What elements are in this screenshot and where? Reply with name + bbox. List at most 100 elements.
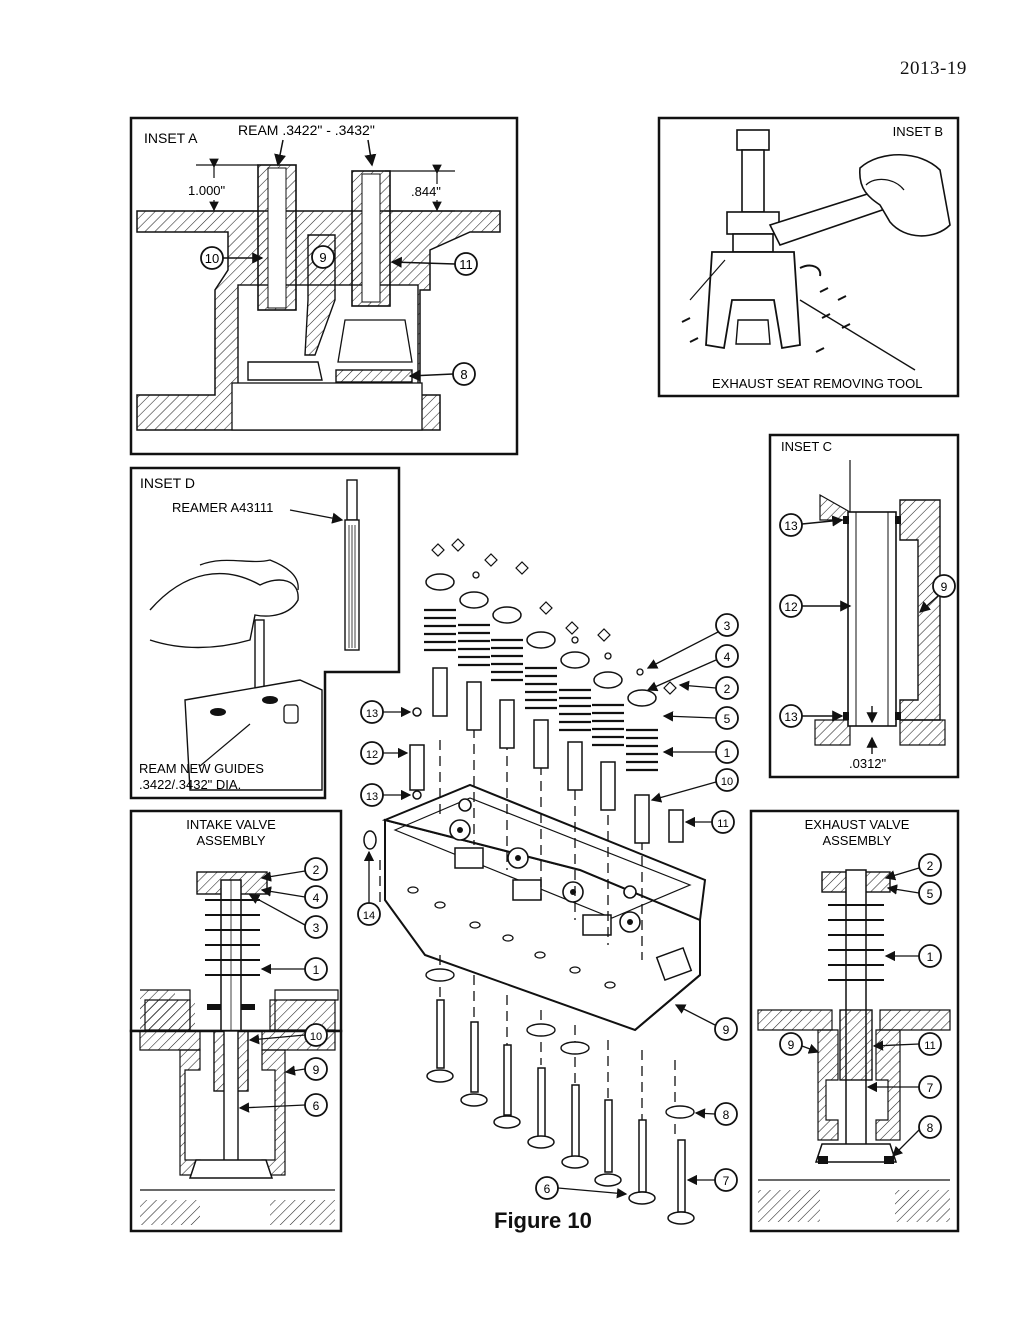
inset-c-callout-13-bottom: 13 (779, 704, 844, 728)
exploded-callout-13-bottom: 13 (360, 783, 412, 807)
exhaust-title-line1: EXHAUST VALVE (805, 817, 910, 832)
intake-valve-lower: 10 9 6 (129, 1023, 343, 1233)
svg-text:1: 1 (724, 746, 731, 760)
exhaust-callout-5: 5 (886, 881, 942, 905)
svg-text:11: 11 (717, 818, 728, 830)
inset-a: INSET A REAM .3422" - .3432" 1.000" .844… (129, 116, 519, 456)
inset-d-note-line1: REAM NEW GUIDES (139, 761, 264, 776)
exploded-callout-5: 5 (662, 706, 739, 730)
svg-text:6: 6 (313, 1099, 320, 1113)
exhaust-callout-9: 9 (779, 1032, 820, 1056)
page-number: 2013-19 (900, 58, 967, 79)
exhaust-callout-1: 1 (884, 944, 942, 968)
intake-callout-6: 6 (238, 1093, 328, 1117)
svg-text:10: 10 (721, 776, 733, 788)
svg-text:9: 9 (723, 1023, 730, 1037)
inset-a-ream-label: REAM .3422" - .3432" (238, 122, 375, 138)
svg-text:6: 6 (544, 1182, 551, 1196)
svg-text:2: 2 (313, 863, 320, 877)
svg-text:9: 9 (313, 1063, 320, 1077)
springs (424, 608, 658, 772)
svg-text:4: 4 (313, 891, 320, 905)
svg-text:14: 14 (363, 910, 375, 922)
svg-text:8: 8 (460, 367, 467, 382)
exhaust-callout-8: 8 (892, 1115, 942, 1157)
svg-text:12: 12 (366, 749, 378, 761)
figure-caption: Figure 10 (494, 1208, 592, 1233)
svg-text:7: 7 (927, 1081, 934, 1095)
exploded-callout-11: 11 (684, 810, 735, 834)
svg-text:13: 13 (784, 710, 798, 724)
svg-text:13: 13 (784, 519, 798, 533)
svg-text:5: 5 (724, 712, 731, 726)
inset-c-callout-12: 12 (779, 594, 852, 618)
inset-b-title: INSET B (893, 124, 943, 139)
inset-a-callout-8: 8 (408, 362, 476, 386)
intake-callout-3: 3 (248, 894, 328, 939)
inset-d: INSET D REAMER A43111 REAM NEW GUIDES .3… (129, 466, 401, 800)
exploded-callout-8: 8 (694, 1102, 738, 1126)
exhaust-callout-11: 11 (872, 1032, 942, 1056)
svg-text:9: 9 (788, 1038, 795, 1052)
svg-text:3: 3 (724, 619, 731, 633)
inset-c-callout-13-top: 13 (779, 513, 844, 537)
svg-text:4: 4 (724, 650, 731, 664)
svg-text:1: 1 (927, 950, 934, 964)
svg-text:5: 5 (927, 887, 934, 901)
svg-text:11: 11 (924, 1040, 935, 1052)
inset-c: INSET C .0312" 13 12 9 (768, 433, 960, 779)
inset-a-dim-right: .844" (411, 184, 441, 199)
exhaust-callout-2: 2 (884, 853, 942, 881)
inset-c-title: INSET C (781, 439, 832, 454)
exhaust-callout-7: 7 (866, 1075, 942, 1099)
svg-text:10: 10 (205, 251, 219, 266)
svg-text:13: 13 (366, 791, 378, 803)
exhaust-valve-assembly: EXHAUST VALVE ASSEMBLY 2 5 1 (749, 809, 960, 1233)
exploded-callout-13-top: 13 (360, 700, 412, 724)
exploded-view: 3 4 2 5 1 10 11 (357, 538, 739, 1225)
exploded-callout-3: 3 (646, 613, 739, 669)
svg-text:9: 9 (319, 250, 326, 265)
intake-callout-1: 1 (260, 957, 328, 981)
inset-b: INSET B EXHAUST SEAT REMOVING TOOL (657, 116, 960, 398)
inset-a-callout-11: 11 (390, 252, 478, 276)
exploded-callout-2: 2 (678, 676, 739, 700)
inset-a-title: INSET A (144, 130, 198, 146)
svg-text:8: 8 (723, 1108, 730, 1122)
inset-b-tool-label: EXHAUST SEAT REMOVING TOOL (712, 376, 922, 391)
svg-text:9: 9 (941, 580, 948, 594)
intake-callout-4: 4 (260, 885, 328, 909)
inset-d-title: INSET D (140, 475, 195, 491)
svg-text:2: 2 (927, 859, 934, 873)
inset-a-callout-9: 9 (311, 245, 335, 269)
svg-text:3: 3 (313, 921, 320, 935)
svg-text:7: 7 (723, 1174, 730, 1188)
svg-text:2: 2 (724, 682, 731, 696)
svg-text:13: 13 (366, 708, 378, 720)
svg-text:10: 10 (310, 1031, 322, 1043)
intake-callout-10: 10 (248, 1023, 328, 1047)
exploded-callout-9: 9 (674, 1004, 738, 1041)
inset-c-dim: .0312" (849, 756, 887, 771)
svg-text:11: 11 (459, 257, 473, 272)
intake-title-line2: ASSEMBLY (196, 833, 265, 848)
inset-a-dim-left: 1.000" (188, 183, 226, 198)
exploded-callout-10: 10 (650, 768, 739, 803)
svg-text:8: 8 (927, 1121, 934, 1135)
exploded-callout-1: 1 (662, 740, 739, 764)
inset-d-reamer-label: REAMER A43111 (172, 500, 273, 515)
svg-text:12: 12 (784, 600, 798, 614)
exploded-callout-14: 14 (357, 850, 381, 926)
intake-callout-2: 2 (260, 857, 328, 882)
intake-title-line1: INTAKE VALVE (186, 817, 276, 832)
exhaust-title-line2: ASSEMBLY (822, 833, 891, 848)
inset-c-callout-9: 9 (918, 574, 956, 613)
exploded-callout-7: 7 (686, 1168, 738, 1192)
intake-valve-assembly: INTAKE VALVE ASSEMBLY 2 4 3 (129, 809, 343, 1061)
exploded-callout-12: 12 (360, 741, 409, 765)
svg-text:1: 1 (313, 963, 320, 977)
inset-d-note-line2: .3422/.3432" DIA. (139, 777, 241, 792)
inset-a-callout-10: 10 (200, 246, 264, 270)
exploded-callout-4: 4 (646, 644, 739, 692)
